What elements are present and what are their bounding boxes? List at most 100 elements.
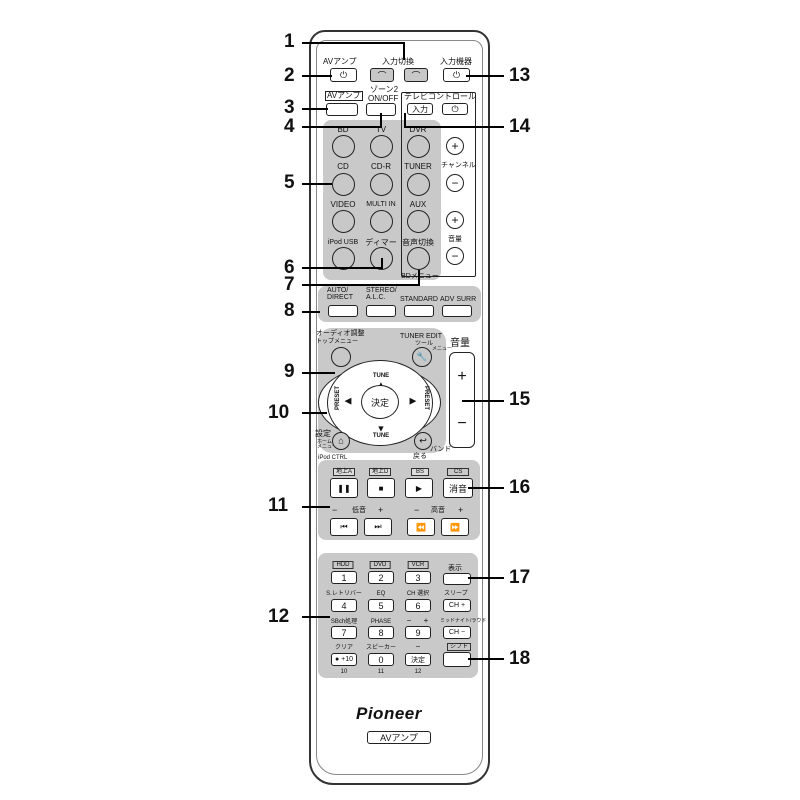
- bs-label: BS: [411, 468, 430, 476]
- av-amp-receiver-button[interactable]: [326, 103, 358, 116]
- ipod-ctrl-label: iPod CTRL: [318, 455, 348, 461]
- top-menu-label: トップメニュー: [316, 339, 359, 345]
- tuner-edit-button[interactable]: 🔧: [412, 347, 432, 367]
- digit-1-button[interactable]: 1: [331, 571, 357, 584]
- key-plus-label: +: [423, 616, 429, 625]
- source-label-cd: CD: [337, 162, 349, 171]
- arrow-right-icon[interactable]: ▶: [409, 395, 417, 406]
- source-label-cdr: CD-R: [371, 162, 391, 171]
- stereo-alc-button[interactable]: [366, 305, 396, 317]
- volume-label: 音量: [450, 338, 470, 349]
- rewind-button[interactable]: ⏪: [407, 518, 435, 536]
- enter-button[interactable]: 決定: [361, 385, 399, 419]
- source-video-button[interactable]: [332, 210, 355, 233]
- av-amp-label: AVアンプ: [323, 57, 357, 66]
- next-track-button[interactable]: ⏭: [364, 518, 392, 536]
- source-aux-button[interactable]: [407, 210, 430, 233]
- source-tuner-button[interactable]: [407, 173, 430, 196]
- input-switch-up-button[interactable]: ⌒: [404, 68, 428, 82]
- num-10-label: 10: [340, 669, 348, 675]
- audio-switch-button[interactable]: [407, 247, 430, 270]
- digit-8-button[interactable]: 8: [368, 626, 394, 639]
- callout-line-14v: [404, 113, 406, 128]
- treble-minus-label: −: [414, 505, 420, 515]
- digit-6-button[interactable]: 6: [405, 599, 431, 612]
- volume-down-button[interactable]: −: [451, 404, 473, 444]
- tv-input-button[interactable]: 入力: [407, 103, 433, 115]
- digit-9-button[interactable]: 9: [405, 626, 431, 639]
- callout-line-1v: [403, 42, 405, 60]
- digit-5-button[interactable]: 5: [368, 599, 394, 612]
- digit-4-button[interactable]: 4: [331, 599, 357, 612]
- callout-17: 17: [509, 567, 531, 588]
- input-device-label: 入力機器: [440, 57, 472, 66]
- source-multi-in-button[interactable]: [370, 210, 393, 233]
- display-label: 表示: [448, 565, 462, 572]
- bass-minus-label: −: [332, 505, 338, 515]
- num-11-label: 11: [377, 669, 385, 675]
- source-label-multi-in: MULTI IN: [366, 201, 396, 208]
- callout-14: 14: [509, 116, 531, 137]
- keypad-enter-button[interactable]: 決定: [405, 653, 431, 666]
- source-dvr-button[interactable]: [407, 135, 430, 158]
- minus-symbol: −: [451, 176, 459, 190]
- audio-param-button[interactable]: [331, 347, 351, 367]
- stop-button[interactable]: ■: [367, 478, 395, 498]
- plus-symbol: +: [451, 139, 459, 153]
- source-ipod-usb-button[interactable]: [332, 247, 355, 270]
- digit-3-button[interactable]: 3: [405, 571, 431, 584]
- digit-0-button[interactable]: 0: [368, 653, 394, 666]
- shift-button[interactable]: [443, 652, 471, 667]
- tv-channel-minus-button[interactable]: −: [446, 174, 464, 192]
- av-amp-power-button[interactable]: ⏻: [330, 68, 357, 82]
- model-badge: AVアンプ: [367, 731, 431, 744]
- callout-3: 3: [284, 97, 295, 118]
- audio-param-label: オーディオ調整: [316, 330, 365, 337]
- arrow-up-icon[interactable]: ▲: [377, 380, 386, 390]
- input-switch-down-button[interactable]: ⌒: [370, 68, 394, 82]
- arrow-left-icon[interactable]: ◀: [344, 395, 352, 406]
- digit-7-button[interactable]: 7: [331, 626, 357, 639]
- tv-power-button[interactable]: ⏻: [442, 103, 468, 115]
- mode-label-adv-surr: ADV SURR: [440, 296, 477, 303]
- source-bd-button[interactable]: [332, 135, 355, 158]
- source-label-tv: TV: [375, 125, 387, 134]
- callout-line-7: [302, 284, 419, 286]
- adv-surr-button[interactable]: [442, 305, 472, 317]
- hdd-label: HDD: [332, 561, 354, 569]
- arrow-down-icon[interactable]: ▼: [376, 423, 386, 434]
- standard-button[interactable]: [404, 305, 434, 317]
- return-button[interactable]: ↩: [414, 432, 432, 450]
- plus10-button[interactable]: ● +10: [331, 653, 357, 666]
- tv-volume-minus-button[interactable]: −: [446, 247, 464, 265]
- wrench-icon: 🔧: [416, 351, 428, 362]
- tv-control-label: テレビコントロール: [404, 92, 476, 101]
- source-label-tuner: TUNER: [404, 162, 432, 171]
- pause-button[interactable]: ❚❚: [330, 478, 358, 498]
- callout-10: 10: [268, 402, 290, 423]
- source-cdr-button[interactable]: [370, 173, 393, 196]
- home-menu-label: ホーム メニュー: [317, 439, 338, 450]
- digit-2-button[interactable]: 2: [368, 571, 394, 584]
- volume-up-button[interactable]: +: [451, 357, 473, 397]
- tv-volume-plus-button[interactable]: +: [446, 211, 464, 229]
- preset-right-label: PRESET: [423, 385, 430, 411]
- tv-channel-plus-button[interactable]: +: [446, 137, 464, 155]
- auto-direct-button[interactable]: [328, 305, 358, 317]
- display-button[interactable]: [443, 573, 471, 585]
- return-icon: ↩: [419, 435, 427, 446]
- play-button[interactable]: ▶: [405, 478, 433, 498]
- sbch-label: SBch処理: [330, 619, 358, 625]
- home-menu-button[interactable]: ⌂: [332, 432, 350, 450]
- bass-label: 低音: [352, 507, 366, 514]
- prev-track-button[interactable]: ⏮: [330, 518, 358, 536]
- mode-label-auto-direct: AUTO/ DIRECT: [327, 287, 354, 301]
- ch-minus-button[interactable]: CH −: [443, 626, 471, 639]
- source-tv-button[interactable]: [370, 135, 393, 158]
- fast-forward-button[interactable]: ⏩: [441, 518, 469, 536]
- plus-symbol: +: [457, 368, 467, 385]
- callout-9: 9: [284, 361, 295, 382]
- ch-plus-button[interactable]: CH +: [443, 599, 471, 612]
- source-cd-button[interactable]: [332, 173, 355, 196]
- mute-label: 消音: [448, 483, 467, 494]
